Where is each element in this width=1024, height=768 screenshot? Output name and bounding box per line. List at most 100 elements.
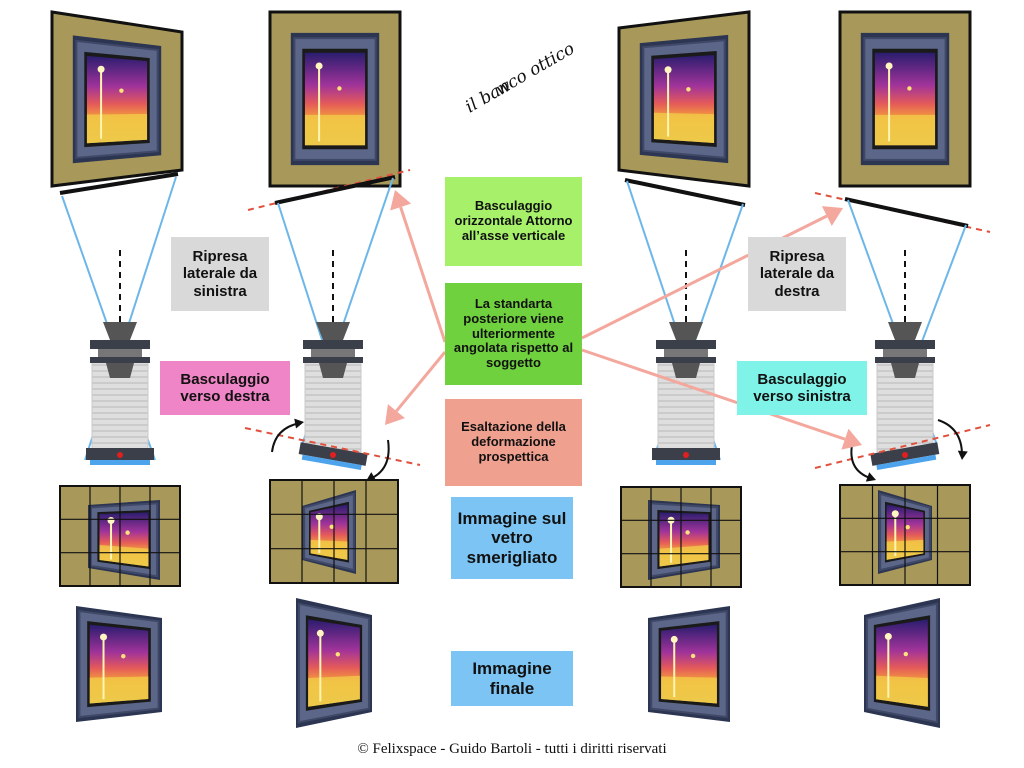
lens-top xyxy=(316,322,350,340)
label-esaltazione: Esaltazione della deformazione prospetti… xyxy=(445,399,582,486)
lamp-light xyxy=(315,513,323,521)
ground-glass-4 xyxy=(839,484,971,586)
label-finale: Immagine finale xyxy=(451,651,573,706)
lens-board xyxy=(875,340,935,349)
subject-plane-2 xyxy=(274,175,396,205)
lamp-light xyxy=(316,629,324,637)
scene-picture xyxy=(290,32,380,166)
lens-board xyxy=(656,340,716,349)
lens-top xyxy=(888,322,922,340)
subject-plane-1 xyxy=(59,172,179,195)
lens-barrel xyxy=(98,349,142,357)
lamp-light xyxy=(315,62,323,70)
lamp-distant xyxy=(903,651,908,657)
rear-glass xyxy=(90,460,150,465)
glass-picture xyxy=(88,500,160,580)
dashed-plane-4b xyxy=(814,424,991,469)
final-image-2 xyxy=(296,598,372,728)
final-image-3 xyxy=(648,606,730,722)
lamp-distant xyxy=(335,652,340,657)
lens-top xyxy=(103,322,137,340)
scene-picture xyxy=(860,32,950,166)
copyright-footer: © Felixspace - Guido Bartoli - tutti i d… xyxy=(357,741,667,757)
dashed-plane-2b xyxy=(244,427,421,466)
arrow-shaft xyxy=(395,351,447,413)
label-ripresa-sinistra: Ripresa laterale da sinistra xyxy=(171,237,269,311)
lamp-distant xyxy=(907,86,912,91)
label-ripresa-destra: Ripresa laterale da destra xyxy=(748,237,846,311)
arrow-to-plane-2-bottom xyxy=(385,351,447,425)
label-vetro: Immagine sul vetro smerigliato xyxy=(451,497,573,579)
rotation-arrow-2b xyxy=(366,439,390,481)
glass-picture xyxy=(302,490,356,574)
focal-point xyxy=(683,452,689,458)
rotation-arrow-2a xyxy=(271,418,304,453)
lens-board xyxy=(303,340,363,349)
rotation-arrow-4a xyxy=(850,444,876,482)
lens-barrel xyxy=(664,349,708,357)
bellows xyxy=(91,359,149,453)
lamp-distant xyxy=(119,88,124,93)
rotation-arrow-4b xyxy=(937,419,968,460)
arrow-to-plane-4-top xyxy=(581,206,843,340)
ground-lights xyxy=(304,114,366,146)
lens-barrel xyxy=(883,349,927,357)
focal-point xyxy=(117,452,123,458)
lens-ring xyxy=(303,357,363,363)
rotation-arc xyxy=(371,439,390,479)
label-basculaggio-orizzontale: Basculaggio orizzontale Attorno all’asse… xyxy=(445,177,582,266)
subject-4 xyxy=(838,10,972,188)
lens-ring xyxy=(90,357,150,363)
lens-barrel xyxy=(311,349,355,357)
lamp-distant xyxy=(329,524,334,530)
scene-picture xyxy=(639,34,729,164)
rear-glass xyxy=(301,454,362,471)
camera-1 xyxy=(86,250,154,465)
lens-rear xyxy=(106,363,134,378)
lamp-light xyxy=(100,633,108,641)
camera-2 xyxy=(298,250,368,471)
rotation-arrowhead xyxy=(294,418,304,429)
ground-lights xyxy=(89,676,149,704)
final-image-1 xyxy=(76,606,162,722)
rotation-arrowhead xyxy=(865,472,876,482)
lamp-distant xyxy=(337,86,342,91)
ground-glass-3 xyxy=(620,486,742,588)
arrow-head xyxy=(385,404,405,425)
focal-point xyxy=(330,452,336,458)
subject-plane-4 xyxy=(844,197,969,228)
ground-lights xyxy=(86,113,148,144)
arrow-shaft xyxy=(399,206,447,343)
lamp-light xyxy=(664,66,672,74)
lamp-distant xyxy=(905,524,910,530)
rear-glass xyxy=(876,454,937,471)
rear-standard xyxy=(86,448,154,465)
lamp-distant xyxy=(125,530,130,535)
arrow-to-plane-2-top xyxy=(390,190,447,343)
rear-glass xyxy=(656,460,716,465)
rotation-arc xyxy=(850,444,871,479)
focal-point xyxy=(902,452,908,458)
arrow-head xyxy=(821,206,843,226)
arrow-to-plane-4-bottom xyxy=(581,348,862,450)
ground-lights xyxy=(661,676,717,704)
arrow-head xyxy=(841,428,862,450)
glass-picture xyxy=(648,500,720,580)
lamp-light xyxy=(670,635,678,643)
rotation-arrowhead xyxy=(957,450,968,460)
label-basculaggio-sinistra: Basculaggio verso sinistra xyxy=(737,361,867,415)
subject-plane-3 xyxy=(624,178,746,207)
lens-ring xyxy=(875,357,935,363)
lens-rear xyxy=(891,363,919,378)
lamp-light xyxy=(884,632,892,640)
rotation-arc xyxy=(937,419,963,456)
lamp-distant xyxy=(690,653,696,659)
final-image-4 xyxy=(864,598,940,728)
lens-rear xyxy=(319,363,347,378)
label-basculaggio-destra: Basculaggio verso destra xyxy=(160,361,290,415)
subject-3 xyxy=(617,10,751,188)
arrow-head xyxy=(390,190,412,211)
lamp-light xyxy=(891,510,899,518)
camera-4 xyxy=(870,250,940,471)
